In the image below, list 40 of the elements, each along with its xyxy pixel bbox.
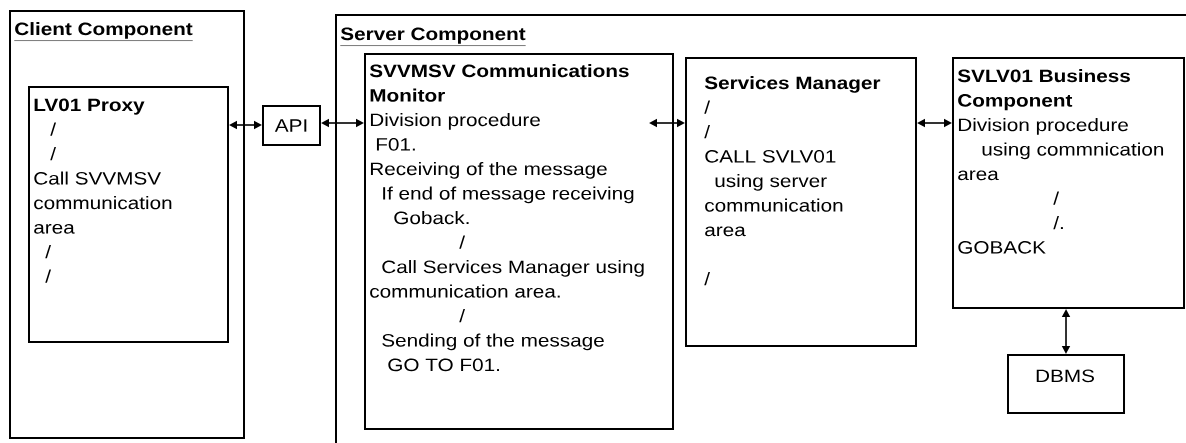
box-heading: Services Manager bbox=[704, 76, 881, 93]
component-frame bbox=[9, 10, 245, 439]
code-line: using commnication area bbox=[958, 142, 1164, 181]
code-line: F01. bbox=[376, 138, 415, 151]
code-line: Goback. bbox=[394, 211, 469, 225]
code-line: / bbox=[459, 309, 465, 323]
code-line: / bbox=[704, 272, 710, 286]
monitor-box bbox=[364, 53, 674, 430]
box-heading: Client Component bbox=[14, 22, 193, 41]
code-line: GOBACK bbox=[958, 241, 1046, 254]
code-line: If end of message receiving bbox=[383, 186, 634, 204]
code-line: / bbox=[45, 245, 51, 259]
code-line: CALL SVLV01 bbox=[705, 150, 836, 163]
code-line: Call SVVMSV communication area bbox=[34, 171, 172, 234]
api-box: API bbox=[262, 105, 321, 146]
code-line: GO TO F01. bbox=[388, 358, 499, 372]
code-line: / bbox=[704, 100, 710, 114]
box-label: DBMS bbox=[1036, 369, 1094, 383]
box-heading: LV01 Proxy bbox=[34, 98, 145, 115]
code-line: / bbox=[704, 125, 710, 139]
box-heading: Server Component bbox=[340, 27, 526, 46]
box-heading: SVLV01 Business Component bbox=[957, 69, 1130, 111]
code-line: Division procedure bbox=[958, 118, 1128, 135]
code-line: / bbox=[50, 122, 56, 136]
code-line: / bbox=[1053, 191, 1060, 205]
code-line: /. bbox=[1053, 216, 1063, 230]
box-heading: SVVMSV Communications Monitor bbox=[369, 64, 629, 102]
code-line: Division procedure bbox=[370, 113, 540, 130]
code-line: / bbox=[459, 235, 465, 249]
code-line: / bbox=[45, 269, 51, 283]
dbms-box bbox=[1007, 354, 1125, 414]
code-line: Sending of the message bbox=[382, 333, 604, 351]
manager-box bbox=[685, 57, 917, 347]
component-frame bbox=[335, 14, 1186, 443]
business-box bbox=[952, 57, 1185, 309]
code-line: / bbox=[50, 147, 56, 161]
code-line: using server communication area bbox=[705, 174, 843, 237]
code-line: Call Services Manager using communication area. bbox=[370, 260, 644, 298]
proxy-box bbox=[28, 86, 229, 343]
code-line: Receiving of the message bbox=[370, 162, 607, 179]
